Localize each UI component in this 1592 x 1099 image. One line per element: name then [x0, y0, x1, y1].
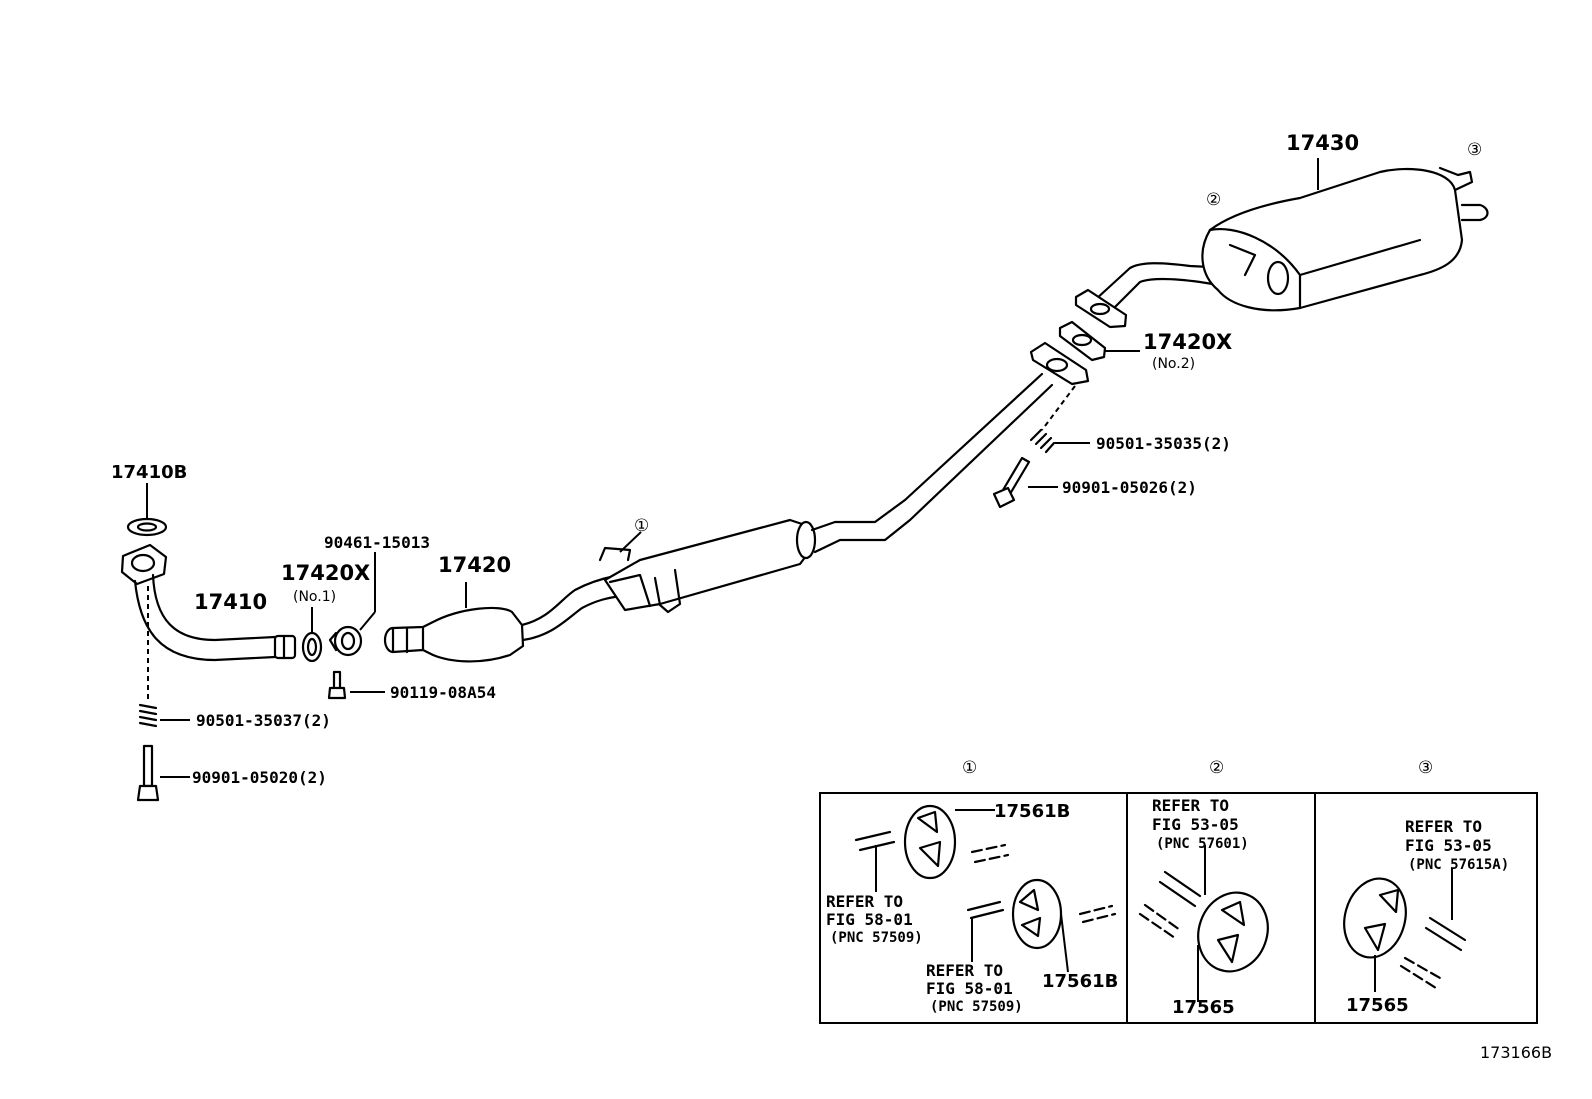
ring-90461-15013 — [328, 625, 363, 657]
callout-1-main: ① — [634, 516, 649, 536]
label-90901-05026: 90901-05026(2) — [1062, 478, 1197, 497]
bolt-90901-05026 — [992, 456, 1031, 509]
panel-1-ref-a-line2: FIG 58-01 — [826, 910, 913, 929]
detail-box: ① ② ③ 17561B 17561B REFER TO FIG 58-01 (… — [819, 758, 1538, 1024]
label-90461-15013: 90461-15013 — [324, 533, 430, 552]
rear-muffler-illustration — [1074, 166, 1489, 329]
panel-3-ref-line2: FIG 53-05 — [1405, 836, 1492, 855]
panel-2-hanger — [1138, 870, 1269, 973]
spring-90501-35035 — [1029, 428, 1056, 454]
panel-3-hanger-label: 17565 — [1346, 995, 1409, 1016]
panel-1-ref-a-line1: REFER TO — [826, 892, 903, 911]
panel-1-number: ① — [962, 758, 977, 778]
label-17410b: 17410B — [111, 462, 187, 483]
panel-3-number: ③ — [1418, 758, 1433, 778]
panel-1-hanger-top: 17561B — [994, 801, 1070, 822]
rear-flange-illustration — [1029, 341, 1090, 386]
panel-2-ref-line2: FIG 53-05 — [1152, 815, 1239, 834]
label-17410: 17410 — [194, 590, 267, 614]
panel-2-ref-line3: (PNC 57601) — [1156, 836, 1249, 852]
panel-1-hanger-bottom: 17561B — [1042, 971, 1118, 992]
label-90501-35035: 90501-35035(2) — [1096, 434, 1231, 453]
panel-2-ref-line1: REFER TO — [1152, 796, 1229, 815]
gasket-17420x-no2 — [1058, 320, 1107, 362]
label-90901-05020: 90901-05020(2) — [192, 768, 327, 787]
label-17420x-no2-note: (No.2) — [1152, 356, 1195, 372]
panel-1-hangers — [854, 804, 1117, 950]
center-muffler-illustration — [598, 372, 1054, 614]
panel-3-hanger — [1343, 877, 1467, 990]
panel-3-ref-line3: (PNC 57615A) — [1408, 857, 1509, 873]
label-90501-35037: 90501-35037(2) — [196, 711, 331, 730]
callout-2-main: ② — [1206, 190, 1221, 210]
label-17420x-no2: 17420X — [1143, 330, 1232, 354]
label-90119-08a54: 90119-08A54 — [390, 683, 496, 702]
label-17420x-no1-note: (No.1) — [293, 589, 336, 605]
label-17420: 17420 — [438, 553, 511, 577]
label-17430: 17430 — [1286, 131, 1359, 155]
gasket-17420x-no1 — [301, 631, 323, 663]
panel-2-hanger-label: 17565 — [1172, 997, 1235, 1018]
part-labels: 17410B 17410 17420X (No.1) 90461-15013 1… — [111, 131, 1482, 787]
bolt-90119-08a54 — [327, 670, 347, 700]
panel-1-ref-a-line3: (PNC 57509) — [830, 930, 923, 946]
panel-2-number: ② — [1209, 758, 1224, 778]
front-pipe-illustration — [120, 543, 297, 662]
callout-3-main: ③ — [1467, 140, 1482, 160]
converter-17420-illustration — [383, 574, 622, 663]
panel-1-ref-b-line3: (PNC 57509) — [930, 999, 1023, 1015]
label-17420x-no1: 17420X — [281, 561, 370, 585]
figure-id: 173166B — [1480, 1043, 1552, 1062]
spring-90501-35037 — [138, 703, 158, 728]
panel-1-ref-b-line1: REFER TO — [926, 961, 1003, 980]
bolt-90901-05020 — [136, 744, 160, 802]
panel-3-ref-line1: REFER TO — [1405, 817, 1482, 836]
panel-1-ref-b-line2: FIG 58-01 — [926, 979, 1013, 998]
